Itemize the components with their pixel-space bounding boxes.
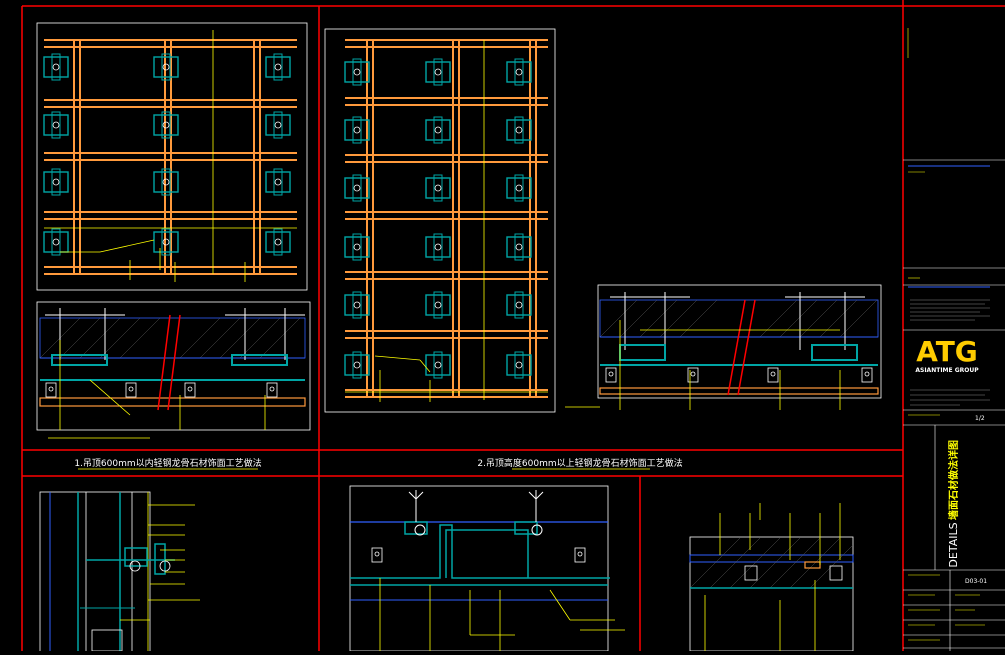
drawing-title-en: DETAILS: [947, 522, 960, 567]
elevation-detail-2: [324, 28, 556, 413]
drawing-number: D03-01: [965, 578, 987, 585]
detail-4: [349, 485, 625, 652]
detail-5: [689, 503, 854, 652]
detail-3: [39, 491, 200, 653]
bracket-group: [43, 53, 291, 256]
sheet-number: 1/2: [975, 415, 985, 422]
elevation-detail-1: [36, 22, 308, 291]
section-detail-2: [565, 284, 882, 410]
drawing-title-cn: 墙面石材做法详图: [947, 440, 960, 520]
company-name: ASIANTIME GROUP: [915, 367, 979, 374]
detail-2-caption: 2.吊顶高度600mm以上轻钢龙骨石材饰面工艺做法: [477, 457, 682, 469]
title-block: ATG ASIANTIME GROUP 墙面石材做法详图 DETAILS D03…: [903, 28, 1005, 651]
detail-1-caption: 1.吊顶600mm以内轻钢龙骨石材饰面工艺做法: [74, 457, 261, 469]
bracket-group: [344, 58, 532, 379]
section-detail-1: [36, 301, 311, 439]
sheet-frame: [21, 0, 1005, 651]
atg-logo: ATG: [916, 335, 978, 368]
caption-band: 1.吊顶600mm以内轻钢龙骨石材饰面工艺做法 2.吊顶高度600mm以上轻钢龙…: [74, 457, 683, 470]
